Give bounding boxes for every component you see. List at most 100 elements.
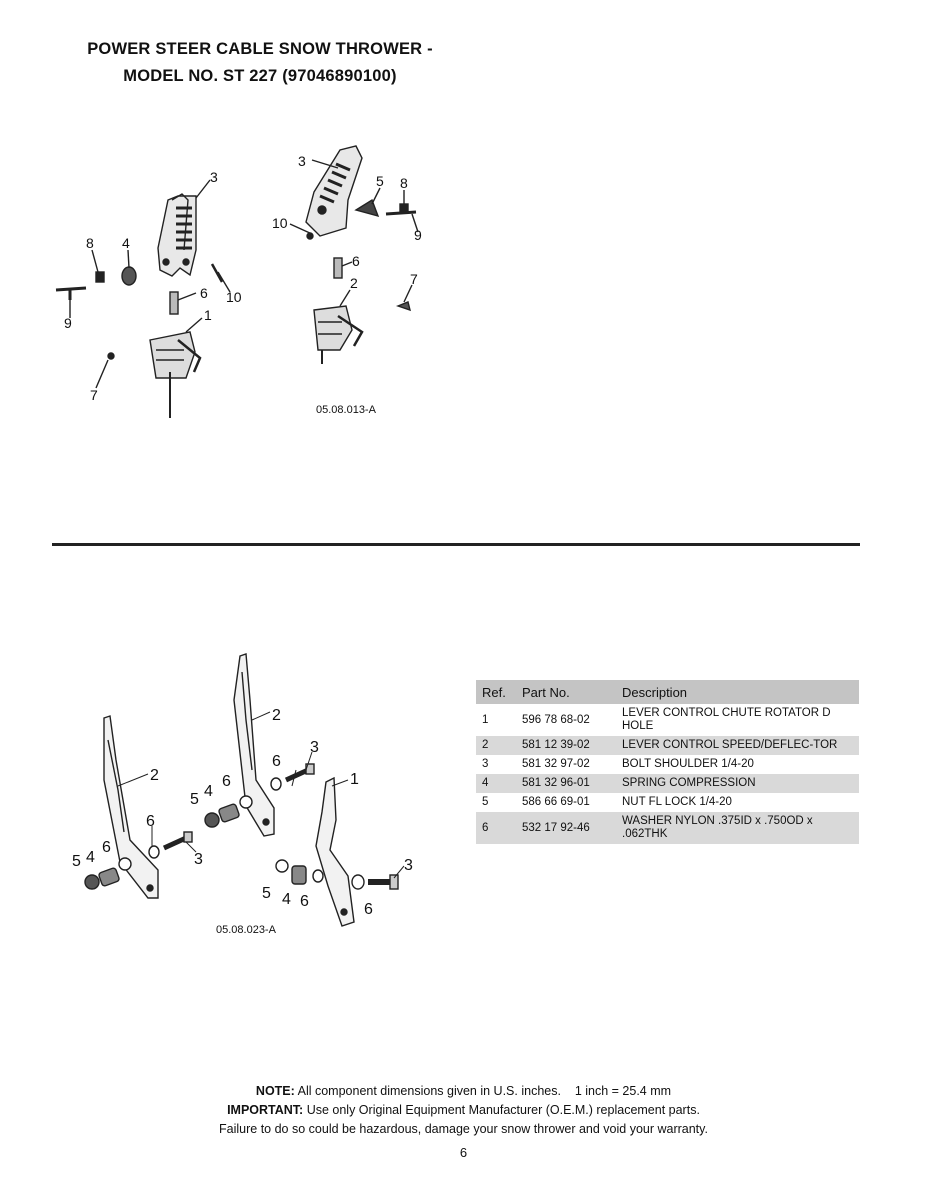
part-7-right: [395, 301, 411, 312]
callout-right-6: 6: [352, 253, 360, 269]
callout-2a: 2: [150, 767, 159, 784]
callout-6b: 6: [102, 839, 111, 856]
callout-right-9: 9: [414, 227, 422, 243]
callout-3b: 3: [310, 739, 319, 756]
callout-5c: 5: [262, 885, 271, 902]
callout-right-3: 3: [298, 153, 306, 169]
note-text: All component dimensions given in U.S. i…: [297, 1084, 672, 1098]
lever-assembly-left: [149, 331, 202, 418]
callout-left-7: 7: [90, 387, 98, 403]
callout-left-6: 6: [200, 285, 208, 301]
callout-right-5: 5: [376, 173, 384, 189]
exploded-diagram-steering: 3 8 4 6 10 9 1 7 3 5 8 10 9 6 2 7 05.08.…: [55, 145, 422, 418]
washer-left: [118, 857, 132, 871]
important-text: Use only Original Equipment Manufacturer…: [306, 1103, 700, 1117]
parts-table: Ref. Part No. Description 1 596 78 68-02…: [476, 680, 859, 844]
pin-left: [55, 286, 87, 300]
part-6-left: [169, 291, 179, 315]
cell-description: BOLT SHOULDER 1/4-20: [622, 758, 754, 770]
cell-description: NUT FL LOCK 1/4-20: [622, 796, 732, 808]
title-line-2: MODEL NO. ST 227 (97046890100): [123, 67, 397, 85]
callout-2b: 2: [272, 707, 281, 724]
cell-part-no: 581 12 39-02: [516, 736, 616, 755]
part-10-left: [210, 263, 224, 283]
callout-right-2: 2: [350, 275, 358, 291]
table-row: 2 581 12 39-02 LEVER CONTROL SPEED/DEFLE…: [476, 736, 859, 755]
callout-5b: 5: [190, 791, 199, 808]
cell-part-no: 532 17 92-46: [516, 812, 616, 844]
cell-part-no: 581 32 96-01: [516, 774, 616, 793]
header-description: Description: [616, 680, 859, 704]
callout-4a: 4: [86, 849, 95, 866]
part-8-left: [95, 271, 105, 283]
callout-left-10: 10: [226, 289, 242, 305]
important-line: IMPORTANT: Use only Original Equipment M…: [0, 1101, 927, 1120]
spring-handle-right: [305, 145, 363, 237]
spring-handle-left: [157, 193, 197, 277]
cell-description: LEVER CONTROL CHUTE ROTATOR D HOLE: [622, 707, 831, 732]
lever-1: [315, 776, 355, 927]
cell-ref: 3: [482, 758, 489, 770]
callout-4c: 4: [282, 891, 291, 908]
cell-description: LEVER CONTROL SPEED/DEFLEC-TOR: [616, 736, 859, 755]
callout-left-1: 1: [204, 307, 212, 323]
table-row: 3 581 32 97-02 BOLT SHOULDER 1/4-20: [476, 755, 859, 774]
header-part-no: Part No.: [516, 680, 616, 704]
callout-left-3: 3: [210, 169, 218, 185]
exploded-diagram-levers: 2 2 3 6 6 5 4 6 3 1 6 5 4 3 5 4 6 6 3 05…: [72, 653, 413, 936]
lever-assembly-right: [313, 305, 364, 364]
callout-right-8: 8: [400, 175, 408, 191]
callout-5a: 5: [72, 853, 81, 870]
cell-ref: 6: [476, 812, 516, 844]
callout-right-10: 10: [272, 215, 288, 231]
cell-ref: 1: [482, 713, 489, 726]
page-title: POWER STEER CABLE SNOW THROWER - MODEL N…: [40, 36, 480, 90]
part-5-right: [354, 198, 380, 218]
callout-right-7: 7: [410, 271, 418, 287]
footer-notes: NOTE: All component dimensions given in …: [0, 1082, 927, 1139]
washer-left-2: [148, 845, 160, 859]
cell-description: SPRING COMPRESSION: [616, 774, 859, 793]
callout-6d: 6: [272, 753, 281, 770]
table-row: 1 596 78 68-02 LEVER CONTROL CHUTE ROTAT…: [476, 704, 859, 736]
table-row: 6 532 17 92-46 WASHER NYLON .375ID x .75…: [476, 812, 859, 844]
cell-ref: 2: [476, 736, 516, 755]
callout-6f: 6: [364, 901, 373, 918]
page-number: 6: [459, 1145, 468, 1160]
callout-4b: 4: [204, 783, 213, 800]
note-label: NOTE:: [255, 1084, 295, 1098]
cell-ref: 5: [482, 796, 489, 808]
pin-right: [385, 210, 417, 216]
bolt-left: [162, 835, 188, 851]
cell-description: WASHER NYLON .375ID x .750OD x .062THK: [616, 812, 859, 844]
table-row: 5 586 66 69-01 NUT FL LOCK 1/4-20: [476, 793, 859, 812]
part-7-left: [107, 352, 115, 360]
part-8-right: [399, 203, 409, 213]
header-ref: Ref.: [476, 680, 516, 704]
cell-ref: 4: [476, 774, 516, 793]
lever-2-right: [233, 653, 275, 837]
callout-6e: 6: [300, 893, 309, 910]
callout-left-9: 9: [64, 315, 72, 331]
callout-left-4: 4: [122, 235, 130, 251]
warning-text: Failure to do so could be hazardous, dam…: [219, 1122, 708, 1136]
important-label: IMPORTANT:: [227, 1103, 304, 1117]
section-divider: [52, 543, 860, 546]
spring-left: [98, 867, 120, 887]
nut-left: [84, 874, 100, 890]
part-6-right: [333, 257, 343, 279]
callout-6a: 6: [146, 813, 155, 830]
cell-part-no: 586 66 69-01: [522, 796, 590, 808]
figure-code-1: 05.08.013-A: [316, 404, 377, 416]
callout-3c: 3: [404, 857, 413, 874]
part-4-left: [121, 266, 137, 286]
title-line-1: POWER STEER CABLE SNOW THROWER -: [87, 40, 433, 58]
callout-3a: 3: [194, 851, 203, 868]
cell-part-no: 596 78 68-02: [522, 713, 590, 726]
note-line: NOTE: All component dimensions given in …: [0, 1082, 927, 1101]
parts-table-header: Ref. Part No. Description: [476, 680, 859, 704]
figure-code-2: 05.08.023-A: [216, 924, 277, 936]
callout-1: 1: [350, 771, 359, 788]
callout-left-8: 8: [86, 235, 94, 251]
table-row: 4 581 32 96-01 SPRING COMPRESSION: [476, 774, 859, 793]
